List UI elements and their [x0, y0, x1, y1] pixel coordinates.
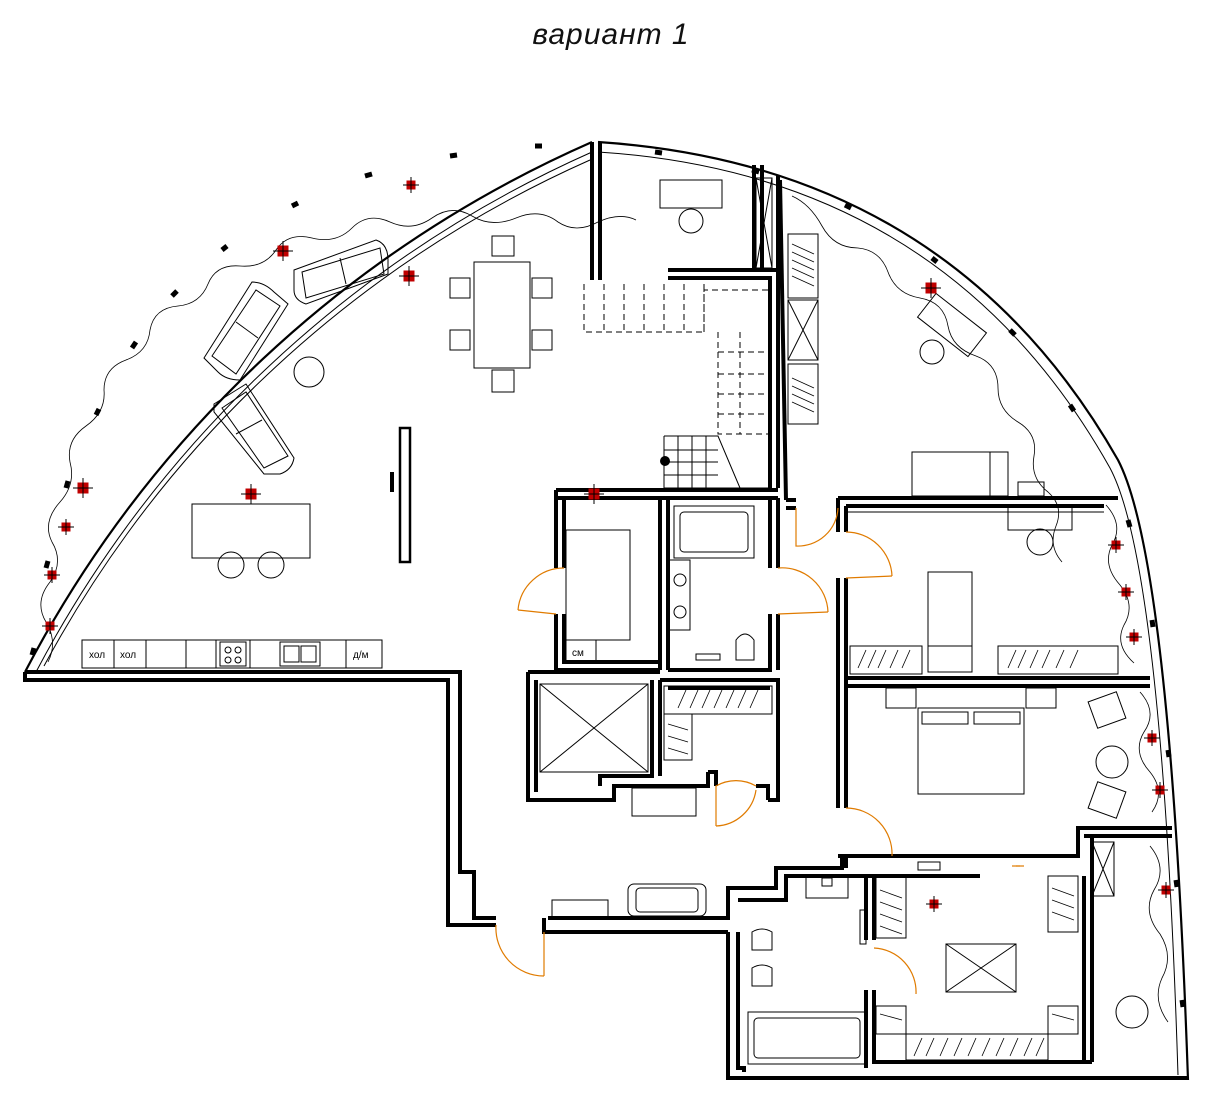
office	[659, 177, 773, 269]
light-icon	[1144, 730, 1160, 746]
entry-furniture	[551, 787, 707, 919]
interior-walls	[526, 142, 1172, 1068]
light-icon	[1158, 882, 1174, 898]
light-icon	[399, 266, 419, 286]
light-icon	[1152, 782, 1168, 798]
bedroom-1	[846, 451, 1104, 673]
fridge-label-2: хол	[120, 650, 136, 661]
tv-partition	[398, 426, 412, 564]
wardrobes	[663, 233, 1119, 1061]
light-icon	[1126, 629, 1142, 645]
kitchen-counter	[81, 639, 383, 669]
ceiling-lights	[42, 177, 1174, 912]
kitchen-island	[191, 503, 311, 579]
study-room	[916, 292, 988, 365]
stair-post	[660, 456, 670, 466]
light-icon	[58, 519, 74, 535]
light-icon	[1108, 537, 1124, 553]
sofa-2	[203, 281, 289, 381]
light-icon	[926, 896, 942, 912]
bathrooms: см	[539, 505, 1149, 1065]
coffee-table	[293, 356, 325, 388]
light-icon	[42, 618, 58, 634]
plan-title: вариант 1	[532, 18, 690, 51]
light-icon	[44, 567, 60, 583]
light-icon	[403, 177, 419, 193]
light-icon	[241, 484, 261, 504]
sofa-3	[213, 383, 295, 475]
living-room-furniture: хол хол д/м	[81, 235, 553, 669]
fridge-label-1: хол	[89, 650, 105, 661]
dining-set	[449, 235, 553, 393]
curved-facade	[24, 140, 1190, 1081]
light-icon	[584, 484, 604, 504]
light-icon	[73, 478, 93, 498]
window-mullions	[29, 143, 1186, 1008]
light-icon	[1118, 584, 1134, 600]
light-icon	[273, 241, 293, 261]
dishwasher-label: д/м	[353, 650, 369, 661]
light-icon	[921, 278, 941, 298]
staircase	[583, 284, 770, 489]
doors	[495, 507, 1024, 995]
bedroom-2	[885, 687, 1129, 819]
sofa-1	[293, 239, 389, 305]
exterior-walls	[23, 670, 1188, 1080]
tv-icon	[390, 472, 394, 492]
washer-label: см	[572, 648, 584, 659]
